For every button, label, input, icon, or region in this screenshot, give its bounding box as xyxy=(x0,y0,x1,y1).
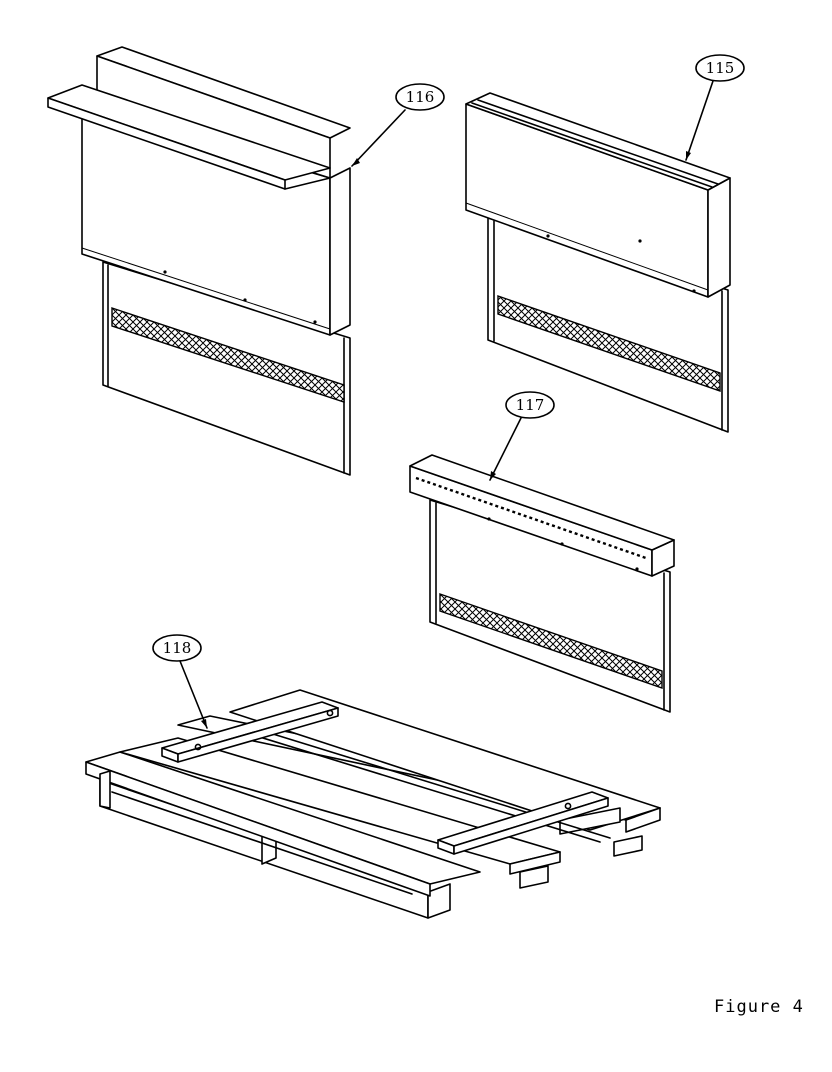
part-117-mesh-strip xyxy=(439,593,663,689)
part-115-cover-panel xyxy=(465,92,731,433)
figure-caption: Figure 4 xyxy=(714,997,804,1017)
callout-117: 117 xyxy=(489,391,555,481)
callout-116-label: 116 xyxy=(406,88,435,106)
part-116-hood-panel xyxy=(47,46,351,476)
callout-118-label: 118 xyxy=(163,639,192,657)
callout-117-label: 117 xyxy=(516,396,545,414)
callout-118: 118 xyxy=(152,634,208,729)
part-117-header-panel xyxy=(409,454,675,713)
part-115-mesh-strip xyxy=(497,295,721,392)
callout-115-label: 115 xyxy=(706,59,735,77)
callout-115: 115 xyxy=(685,54,745,161)
callout-116: 116 xyxy=(351,83,445,167)
part-118-pallet xyxy=(85,689,661,919)
part-116-mesh-strip xyxy=(111,307,345,403)
